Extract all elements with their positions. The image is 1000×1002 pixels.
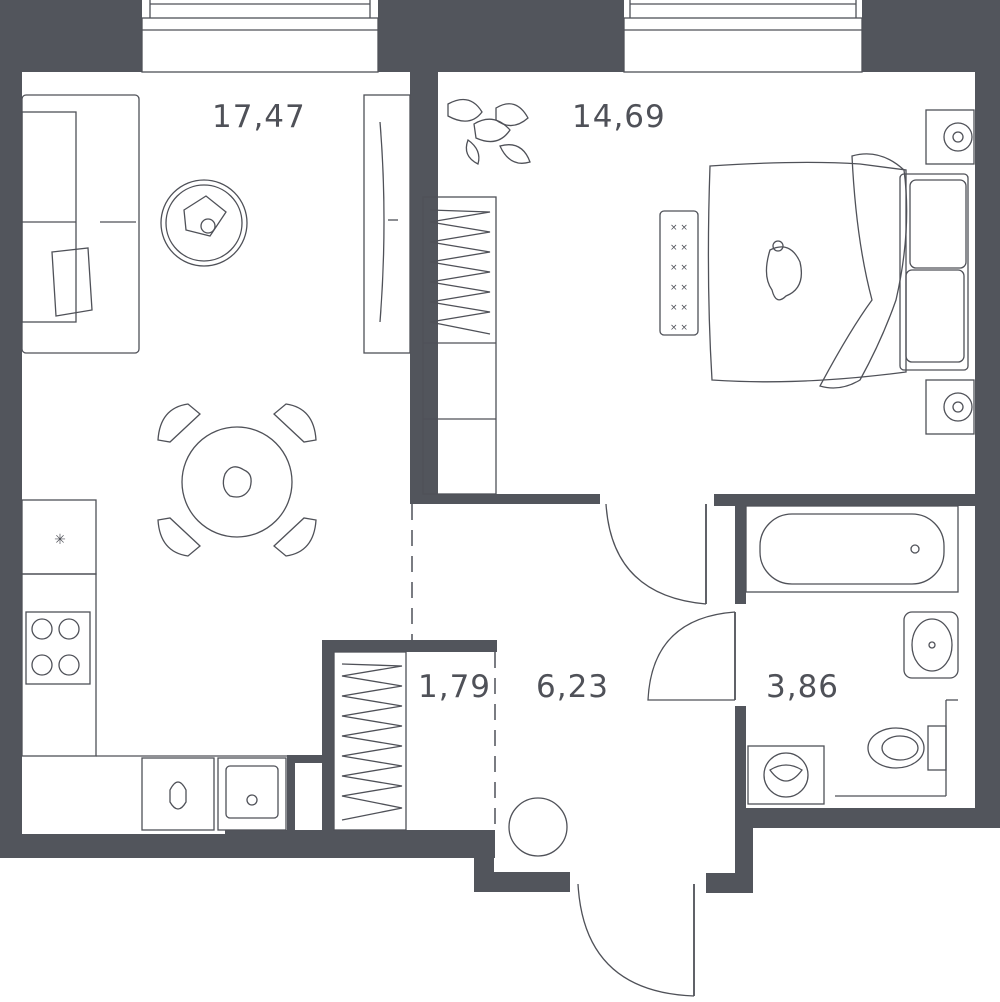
toilet-icon bbox=[867, 725, 947, 771]
rug-icon: × × × × × × × × × × × × bbox=[659, 210, 699, 336]
plant-icon bbox=[447, 98, 531, 165]
stove-icon bbox=[25, 611, 91, 685]
walls bbox=[0, 0, 1000, 893]
svg-text:✳: ✳ bbox=[54, 532, 66, 548]
door-icon bbox=[605, 503, 707, 605]
room-area-bedroom: 14,69 bbox=[572, 99, 666, 135]
svg-text:× ×: × × bbox=[670, 323, 688, 333]
bathtub-icon bbox=[745, 505, 959, 593]
window-bedroom bbox=[623, 0, 863, 73]
room-area-wardrobe: 1,79 bbox=[418, 669, 491, 705]
door-icon bbox=[647, 611, 736, 701]
nightstand-icon bbox=[925, 379, 975, 435]
svg-text:× ×: × × bbox=[670, 243, 688, 253]
ottoman-icon bbox=[508, 797, 568, 857]
tv-icon bbox=[363, 94, 411, 354]
svg-text:× ×: × × bbox=[670, 223, 688, 233]
coffee-table-icon bbox=[160, 179, 248, 267]
wardrobe-icon bbox=[333, 651, 407, 831]
room-area-hallway: 6,23 bbox=[536, 669, 609, 705]
washbasin-icon bbox=[903, 611, 959, 679]
sink-icon bbox=[141, 757, 287, 831]
bathroom-ledge bbox=[835, 699, 958, 797]
room-area-bathroom: 3,86 bbox=[766, 669, 839, 705]
sofa-icon bbox=[21, 94, 140, 354]
cat-icon bbox=[765, 240, 803, 301]
svg-text:× ×: × × bbox=[670, 263, 688, 273]
room-area-living-kitchen: 17,47 bbox=[212, 99, 306, 135]
svg-text:× ×: × × bbox=[670, 283, 688, 293]
wardrobe-icon bbox=[422, 196, 497, 495]
dining-table-icon bbox=[157, 403, 317, 557]
washing-machine-icon bbox=[747, 745, 825, 805]
door-icon bbox=[577, 883, 695, 997]
kitchen-counter: ✳ bbox=[21, 499, 287, 757]
window-living bbox=[141, 0, 379, 73]
bed-icon bbox=[707, 153, 969, 389]
nightstand-icon bbox=[925, 109, 975, 165]
svg-text:× ×: × × bbox=[670, 303, 688, 313]
